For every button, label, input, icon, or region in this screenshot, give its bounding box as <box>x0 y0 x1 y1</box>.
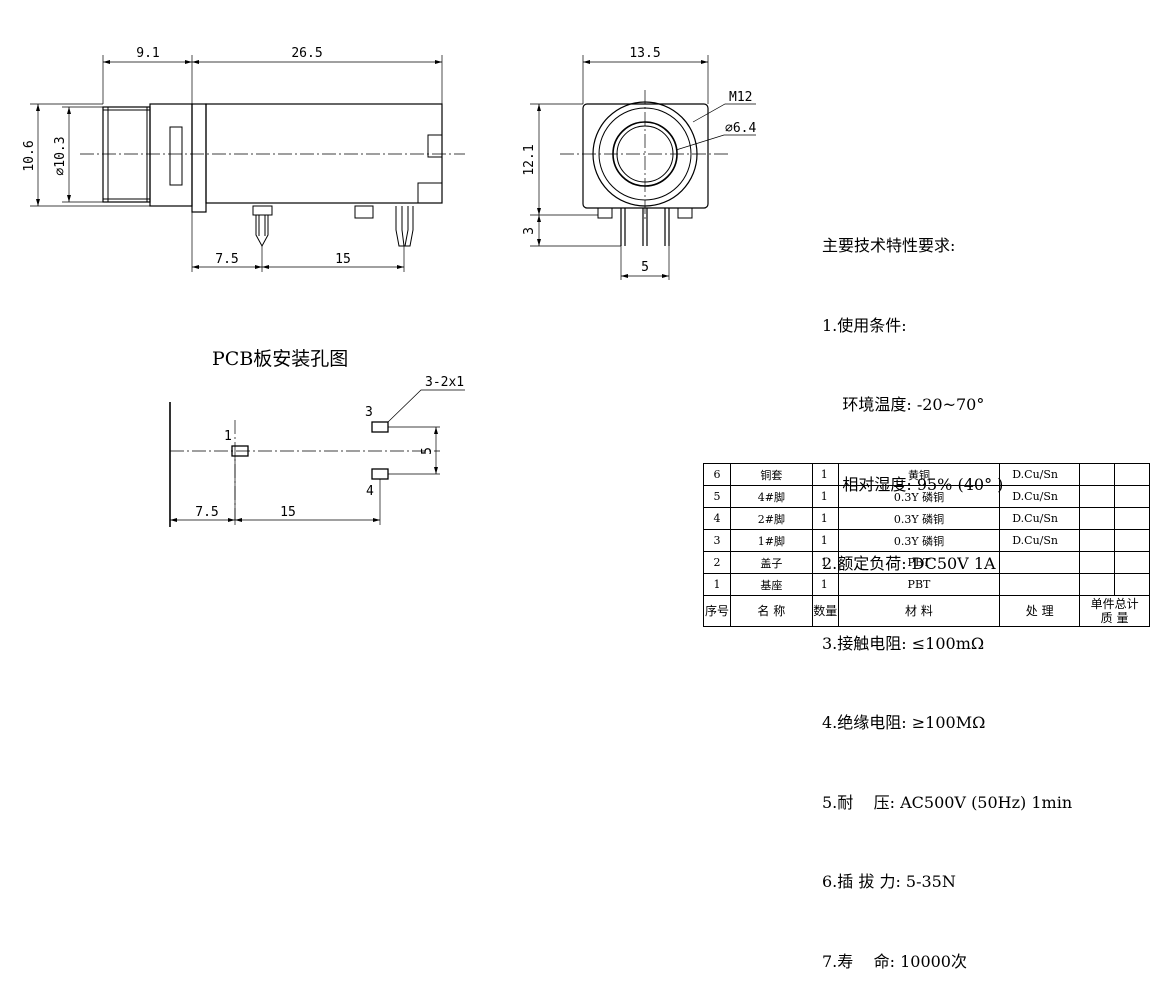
bom-no: 1 <box>703 573 731 596</box>
requirement-line: 环境温度: -20~70° <box>822 395 985 414</box>
bom-no: 3 <box>703 529 731 552</box>
technical-drawing: 9.1 26.5 10.6 ⌀10.3 7.5 15 13.5 12.1 3 5… <box>22 46 756 527</box>
bom-unit-weight <box>1079 529 1116 552</box>
bom-no: 4 <box>703 507 731 530</box>
side-pin-right <box>395 206 414 247</box>
bom-no: 2 <box>703 551 731 574</box>
bom-row: 4 2#脚 1 0.3Y 磷铜 D.Cu/Sn <box>703 507 1150 530</box>
dim-front-width: 13.5 <box>629 46 660 61</box>
bom-qty: 1 <box>811 573 839 596</box>
bom-total-weight <box>1114 573 1150 596</box>
bom-finish <box>999 573 1081 596</box>
bom-name: 1#脚 <box>729 529 813 552</box>
bom-unit-weight <box>1079 463 1116 486</box>
bom-name: 4#脚 <box>729 485 813 508</box>
requirement-line: 6.插 拔 力: 5-35N <box>822 872 956 891</box>
dim-pin-length: 3 <box>522 227 537 235</box>
bom-no: 5 <box>703 485 731 508</box>
bom-total-weight <box>1114 485 1150 508</box>
front-view <box>530 55 756 280</box>
bom-material: PBT <box>837 573 1001 596</box>
dim-body-length: 26.5 <box>291 46 322 61</box>
bom-name: 铜套 <box>729 463 813 486</box>
bom-qty: 1 <box>811 529 839 552</box>
pcb-hole-3 <box>371 421 389 433</box>
side-pin-left <box>252 205 273 248</box>
bom-qty: 1 <box>811 463 839 486</box>
bom-header-unit-weight: 单件 <box>1090 597 1115 611</box>
bom-qty: 1 <box>811 485 839 508</box>
side-pin-mid <box>354 205 374 219</box>
bom-table: 6 铜套 1 黄铜 D.Cu/Sn 5 4#脚 1 0.3Y 磷铜 D.Cu/S… <box>703 463 1150 627</box>
pcb-layout <box>169 389 465 527</box>
bom-finish: D.Cu/Sn <box>999 529 1081 552</box>
bom-total-weight <box>1114 463 1150 486</box>
hole-3-label: 3 <box>365 405 373 420</box>
bom-header-name: 名 称 <box>729 595 813 627</box>
bom-header-total-weight: 总计 <box>1114 597 1139 611</box>
inner-diameter-label: ⌀6.4 <box>725 121 756 136</box>
dim-pin-pitch: 5 <box>641 260 649 275</box>
pcb-title: PCB板安装孔图 <box>212 348 348 370</box>
bom-header-row: 序号 名 称 数量 材 料 处 理 单件总计 质 量 <box>703 595 1150 627</box>
bom-header-weight: 单件总计 质 量 <box>1079 595 1150 627</box>
bom-material: 黄铜 <box>837 463 1001 486</box>
bom-header-qty: 数量 <box>811 595 839 627</box>
bom-material: 0.3Y 磷铜 <box>837 507 1001 530</box>
pcb-dim-x1: 7.5 <box>195 505 218 520</box>
bom-material: 0.3Y 磷铜 <box>837 529 1001 552</box>
requirement-line: 7.寿 命: 10000次 <box>822 951 967 971</box>
bom-finish: D.Cu/Sn <box>999 485 1081 508</box>
pcb-hole-1 <box>231 445 249 457</box>
bom-name: 盖子 <box>729 551 813 574</box>
bom-qty: 1 <box>811 507 839 530</box>
bom-row: 6 铜套 1 黄铜 D.Cu/Sn <box>703 463 1150 486</box>
requirement-line: 5.耐 压: AC500V (50Hz) 1min <box>822 792 1073 812</box>
bom-total-weight <box>1114 507 1150 530</box>
bom-header-no: 序号 <box>703 595 731 627</box>
thread-label: M12 <box>729 90 752 105</box>
hole-4-label: 4 <box>366 484 374 499</box>
dim-pin-span: 15 <box>335 252 351 267</box>
dim-diameter: ⌀10.3 <box>53 136 68 175</box>
bom-material: 0.3Y 磷铜 <box>837 485 1001 508</box>
bom-unit-weight <box>1079 573 1116 596</box>
pcb-hole-4 <box>371 468 389 480</box>
bom-total-weight <box>1114 529 1150 552</box>
dim-height: 10.6 <box>22 140 37 171</box>
bom-row: 1 基座 1 PBT <box>703 573 1150 596</box>
bom-material: PBT <box>837 551 1001 574</box>
bom-row: 5 4#脚 1 0.3Y 磷铜 D.Cu/Sn <box>703 485 1150 508</box>
bom-unit-weight <box>1079 507 1116 530</box>
side-view <box>30 55 465 272</box>
bom-name: 基座 <box>729 573 813 596</box>
pcb-dim-x2: 15 <box>280 505 296 520</box>
bom-unit-weight <box>1079 485 1116 508</box>
requirement-line: 3.接触电阻: ≤100mΩ <box>822 633 985 653</box>
requirement-line: 1.使用条件: <box>822 315 907 335</box>
requirement-line: 4.绝缘电阻: ≥100MΩ <box>822 713 986 732</box>
bom-unit-weight <box>1079 551 1116 574</box>
bom-qty: 1 <box>811 551 839 574</box>
requirements-heading: 主要技术特性要求: <box>822 236 956 255</box>
pcb-dim-y: 5 <box>420 447 435 455</box>
bom-finish <box>999 551 1081 574</box>
dim-pin-offset: 7.5 <box>215 252 238 267</box>
bom-row: 2 盖子 1 PBT <box>703 551 1150 574</box>
bom-row: 3 1#脚 1 0.3Y 磷铜 D.Cu/Sn <box>703 529 1150 552</box>
dim-front-height: 12.1 <box>522 144 537 175</box>
bom-name: 2#脚 <box>729 507 813 530</box>
bom-no: 6 <box>703 463 731 486</box>
bom-header-material: 材 料 <box>837 595 1001 627</box>
bom-header-finish: 处 理 <box>999 595 1081 627</box>
bom-finish: D.Cu/Sn <box>999 463 1081 486</box>
hole-1-label: 1 <box>224 429 232 444</box>
bom-finish: D.Cu/Sn <box>999 507 1081 530</box>
dim-front-length: 9.1 <box>136 46 159 61</box>
hole-spec: 3-2x1 <box>425 375 464 390</box>
bom-total-weight <box>1114 551 1150 574</box>
bom-header-weight-label: 质 量 <box>1100 611 1129 625</box>
